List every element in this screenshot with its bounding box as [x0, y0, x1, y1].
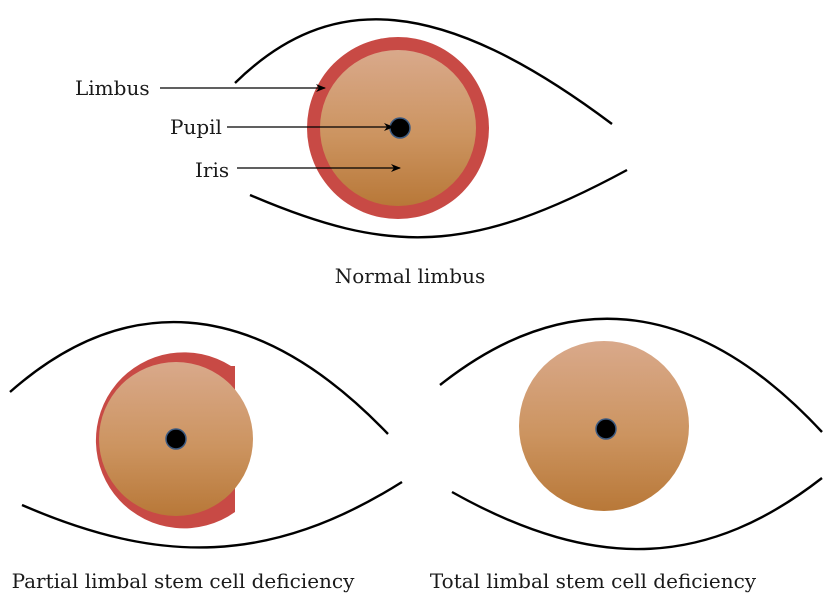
- total-pupil: [596, 419, 616, 439]
- iris-label: Iris: [195, 158, 229, 182]
- total-eye: Total limbal stem cell deficiency: [430, 319, 822, 593]
- limbus-label: Limbus: [75, 76, 150, 100]
- normal-eye: Limbus Pupil Iris Normal limbus: [75, 19, 627, 288]
- total-caption: Total limbal stem cell deficiency: [430, 569, 757, 593]
- normal-pupil: [390, 118, 410, 138]
- pupil-label: Pupil: [170, 115, 222, 139]
- partial-eye: Partial limbal stem cell deficiency: [10, 322, 402, 593]
- partial-pupil: [166, 429, 186, 449]
- normal-caption: Normal limbus: [335, 264, 485, 288]
- partial-caption: Partial limbal stem cell deficiency: [12, 569, 356, 593]
